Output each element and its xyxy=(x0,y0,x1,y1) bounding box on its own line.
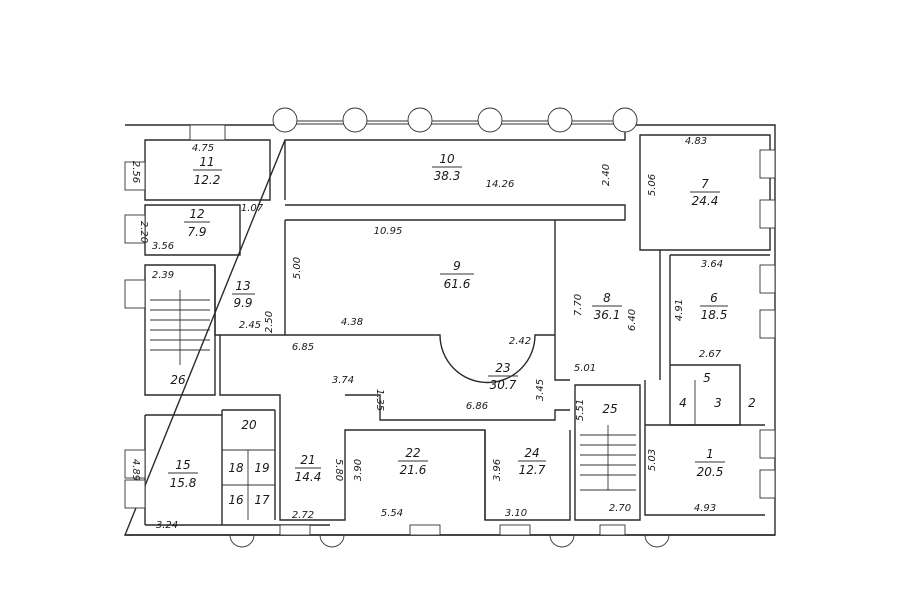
svg-text:38.3: 38.3 xyxy=(434,169,461,183)
svg-text:2.39: 2.39 xyxy=(152,270,174,281)
svg-text:4.83: 4.83 xyxy=(685,136,707,147)
svg-text:9.9: 9.9 xyxy=(233,296,252,310)
svg-text:12.2: 12.2 xyxy=(194,173,221,187)
room-6: 618.5 xyxy=(700,291,728,322)
room-15: 15 15.8 xyxy=(168,458,198,490)
svg-text:12.7: 12.7 xyxy=(519,463,546,477)
room-7: 724.4 xyxy=(690,177,720,208)
svg-text:12: 12 xyxy=(189,207,204,221)
room-10: 10 38.3 xyxy=(432,152,462,183)
svg-text:3.24: 3.24 xyxy=(156,520,178,531)
svg-text:3.10: 3.10 xyxy=(505,508,527,519)
svg-text:5.06: 5.06 xyxy=(647,174,658,196)
room-12: 127.9 xyxy=(184,207,210,239)
room-18: 18 xyxy=(228,461,244,475)
svg-text:2.50: 2.50 xyxy=(264,311,275,333)
room-24: 24 12.7 xyxy=(518,446,546,477)
svg-text:6: 6 xyxy=(710,291,718,305)
svg-text:18.5: 18.5 xyxy=(701,308,728,322)
room-19: 19 xyxy=(254,461,269,475)
svg-text:7.9: 7.9 xyxy=(187,225,206,239)
svg-text:8: 8 xyxy=(603,291,611,305)
svg-text:6.86: 6.86 xyxy=(466,401,488,412)
room-2: 2 xyxy=(748,396,756,410)
stairs xyxy=(150,290,636,491)
svg-text:11: 11 xyxy=(199,155,214,169)
svg-text:4.91: 4.91 xyxy=(674,299,685,321)
room-3: 3 xyxy=(714,396,722,410)
svg-text:24.4: 24.4 xyxy=(692,194,719,208)
svg-text:5.80: 5.80 xyxy=(333,459,344,481)
svg-text:2.20: 2.20 xyxy=(138,221,149,243)
svg-text:24: 24 xyxy=(524,446,539,460)
svg-text:3.74: 3.74 xyxy=(332,375,354,386)
svg-text:4.38: 4.38 xyxy=(341,317,363,328)
dimension-labels: 4.75 2.56 3.56 2.20 1.07 2.39 2.45 2.50 … xyxy=(130,136,723,531)
svg-text:6.85: 6.85 xyxy=(292,342,314,353)
svg-text:3.96: 3.96 xyxy=(492,459,503,481)
interior-walls xyxy=(144,204,770,525)
room-1: 120.5 xyxy=(695,447,725,479)
svg-text:20.5: 20.5 xyxy=(697,465,724,479)
svg-text:3.45: 3.45 xyxy=(535,379,546,401)
svg-text:7.70: 7.70 xyxy=(573,294,584,316)
room-25: 25 xyxy=(602,402,617,416)
svg-text:22: 22 xyxy=(405,446,420,460)
svg-text:13: 13 xyxy=(235,279,250,293)
room-8: 836.1 xyxy=(592,291,622,322)
svg-text:3.90: 3.90 xyxy=(353,459,364,481)
svg-text:21: 21 xyxy=(300,453,315,467)
svg-text:4.93: 4.93 xyxy=(694,503,716,514)
room-5: 5 xyxy=(703,371,711,385)
svg-text:15: 15 xyxy=(175,458,190,472)
svg-text:2.56: 2.56 xyxy=(130,161,141,183)
room-21: 21 14.4 xyxy=(295,453,322,484)
svg-text:14.26: 14.26 xyxy=(486,179,515,190)
svg-text:36.1: 36.1 xyxy=(594,308,621,322)
windows xyxy=(124,124,776,548)
svg-text:2.67: 2.67 xyxy=(699,349,722,360)
room-11: 11 12.2 xyxy=(193,155,222,187)
svg-text:21.6: 21.6 xyxy=(400,463,427,477)
svg-text:7: 7 xyxy=(701,177,709,191)
svg-text:10: 10 xyxy=(439,152,455,166)
svg-text:9: 9 xyxy=(453,259,461,273)
svg-text:5.51: 5.51 xyxy=(575,399,586,421)
svg-text:23: 23 xyxy=(495,361,510,375)
svg-text:4.89: 4.89 xyxy=(130,459,141,481)
room-13: 139.9 xyxy=(232,279,255,310)
svg-text:5.00: 5.00 xyxy=(292,257,303,279)
room-26: 26 xyxy=(170,373,186,387)
svg-text:2.40: 2.40 xyxy=(601,164,612,186)
svg-text:10.95: 10.95 xyxy=(374,226,403,237)
svg-text:5.54: 5.54 xyxy=(381,508,403,519)
svg-text:1: 1 xyxy=(706,447,714,461)
svg-text:2.70: 2.70 xyxy=(609,503,631,514)
svg-text:3.64: 3.64 xyxy=(701,259,723,270)
svg-text:2.42: 2.42 xyxy=(509,336,531,347)
svg-text:6.40: 6.40 xyxy=(627,309,638,331)
svg-text:30.7: 30.7 xyxy=(490,378,517,392)
room-17: 17 xyxy=(254,493,270,507)
room-16: 16 xyxy=(228,493,244,507)
svg-text:5.01: 5.01 xyxy=(574,363,596,374)
svg-text:4.75: 4.75 xyxy=(192,143,214,154)
svg-text:61.6: 61.6 xyxy=(444,277,471,291)
room-20: 20 xyxy=(241,418,257,432)
svg-text:1.07: 1.07 xyxy=(241,203,264,214)
svg-text:5.03: 5.03 xyxy=(647,449,658,471)
svg-text:2.45: 2.45 xyxy=(239,320,261,331)
room-22: 22 21.6 xyxy=(398,446,428,477)
room-9: 961.6 xyxy=(440,259,474,291)
svg-text:1.35: 1.35 xyxy=(374,389,385,411)
svg-text:3.56: 3.56 xyxy=(152,241,174,252)
colonnade xyxy=(272,107,638,133)
svg-text:14.4: 14.4 xyxy=(295,470,322,484)
room-23: 23 30.7 xyxy=(488,361,518,392)
svg-text:15.8: 15.8 xyxy=(170,476,197,490)
room-4: 4 xyxy=(679,396,687,410)
svg-text:2.72: 2.72 xyxy=(292,510,314,521)
